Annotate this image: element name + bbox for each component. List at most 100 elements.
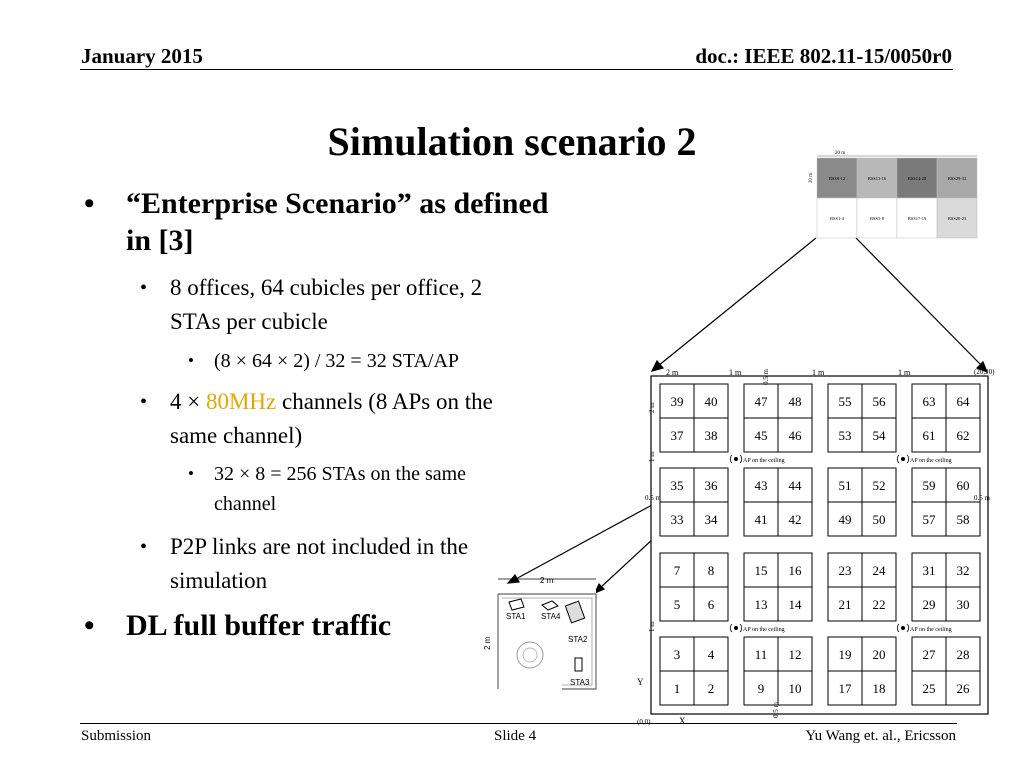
building-office-cell (816, 197, 858, 239)
cubicle-number: 9 (758, 681, 765, 696)
header-rule (80, 69, 953, 70)
sta2-label: STA2 (568, 635, 588, 644)
cubicle-cell (743, 501, 779, 537)
cubicle-number: 47 (755, 394, 769, 409)
building-office-cell (936, 197, 978, 239)
slide-title: Simulation scenario 2 (327, 119, 697, 164)
cubicle-number: 41 (755, 512, 768, 527)
ap-signal-icon (729, 623, 743, 633)
cubicle-number: 24 (873, 563, 887, 578)
dim-label: 1 m (648, 451, 656, 462)
bullet-text-line: in [3] (126, 224, 194, 257)
bullet-dot: • (140, 536, 148, 558)
cubicle-number: 28 (957, 647, 970, 662)
cubicle-number: 13 (755, 597, 768, 612)
cubicle-number: 56 (873, 394, 887, 409)
cubicle-number: 31 (923, 563, 936, 578)
bullet-text-line: “Enterprise Scenario” as defined (126, 187, 549, 220)
cubicle-cell (693, 383, 729, 419)
cubicle-cell (659, 501, 695, 537)
arrowhead (650, 359, 665, 372)
cubicle-number: 18 (873, 681, 886, 696)
bullet-text-line: 4 × 80MHz channels (8 APs on the (170, 385, 493, 419)
cubicle-number: 15 (755, 563, 768, 578)
cubicle-cell (693, 417, 729, 453)
tablet-icon (541, 600, 559, 611)
ap-antenna-icon (734, 626, 738, 630)
cubicle-number: 60 (957, 478, 970, 493)
monitor-icon (564, 600, 586, 624)
cubicle-cell (743, 383, 779, 419)
cubicle-number: 53 (839, 428, 852, 443)
ap-antenna-icon (734, 457, 738, 461)
cubicle-cell (693, 501, 729, 537)
cubicle-number: 1 (674, 681, 681, 696)
ap-label: AP on the ceiling (910, 458, 952, 464)
desk-edge (502, 597, 593, 686)
building-office-cell (816, 157, 858, 199)
bullet-text-line: (8 × 64 × 2) / 32 = 32 STA/AP (214, 350, 460, 372)
cubicle-number: 38 (705, 428, 718, 443)
cubicle-number: 5 (674, 597, 681, 612)
building-office-cell (856, 157, 898, 199)
cubicle-number: 23 (839, 563, 852, 578)
cubicle-cell (861, 636, 897, 672)
channel-width-highlight: 80MHz (205, 389, 277, 414)
cubicle-number: 35 (671, 478, 684, 493)
cubicle-width-label: 2 m (540, 576, 554, 585)
cubicle-number: 63 (923, 394, 936, 409)
cubicle-cell (861, 501, 897, 537)
cubicle-cell (777, 670, 813, 706)
dim-label: 1 m (729, 368, 742, 377)
cubicle-cell (861, 670, 897, 706)
cubicle-number: 44 (789, 478, 803, 493)
cubicle-cell (777, 636, 813, 672)
header-doc-id: doc.: IEEE 802.11-15/0050r0 (695, 44, 952, 68)
cubicle-number: 49 (839, 512, 852, 527)
building-height-label: 20 m (809, 173, 814, 183)
zoom-arrows (506, 237, 989, 595)
sta4-label: STA4 (541, 612, 561, 621)
cubicle-cell (945, 501, 981, 537)
chair-seat-icon (522, 647, 538, 663)
cubicle-cell (911, 467, 947, 503)
building-office-label: BSS29-32 (948, 176, 967, 181)
cubicle-number: 62 (957, 428, 970, 443)
ap-label: AP on the ceiling (743, 627, 785, 633)
arrowhead (593, 582, 606, 595)
bullet-text-line: simulation (170, 568, 268, 593)
cubicle-cell (911, 501, 947, 537)
cubicle-number: 64 (957, 394, 971, 409)
cubicle-cell (777, 501, 813, 537)
bullet-text-line: STAs per cubicle (170, 309, 328, 334)
dim-label: 1 m (812, 368, 825, 377)
header-date: January 2015 (81, 44, 203, 68)
bullet-text-line: same channel) (170, 423, 303, 448)
cubicle-number: 51 (839, 478, 852, 493)
y-axis-label: Y (637, 677, 644, 687)
bullet-dot: • (140, 277, 148, 299)
laptop-icon (508, 598, 525, 611)
cubicle-cell (659, 636, 695, 672)
building-office-cell (896, 197, 938, 239)
cubicle-number: 34 (705, 512, 719, 527)
cubicle-number: 36 (705, 478, 719, 493)
dim-label: 1 m (648, 621, 656, 632)
building-office-label: BSS1-4 (830, 216, 845, 221)
cubicle-number: 2 (708, 681, 715, 696)
cubicle-height-label: 2 m (483, 636, 492, 650)
cubicle-detail: 2 m 2 m STA1 STA4 STA2 STA3 (483, 576, 597, 690)
cubicle-number: 57 (923, 512, 937, 527)
channels-count: 4 × (170, 389, 206, 414)
cubicle-number: 25 (923, 681, 936, 696)
cubicle-cell (693, 670, 729, 706)
dim-label: (20,20) (974, 368, 995, 376)
cubicle-number: 10 (789, 681, 802, 696)
building-office-label: BSS13-16 (868, 176, 887, 181)
building-office-label: BSS20-23 (948, 216, 967, 221)
dim-label: 0.5 m (974, 494, 991, 502)
